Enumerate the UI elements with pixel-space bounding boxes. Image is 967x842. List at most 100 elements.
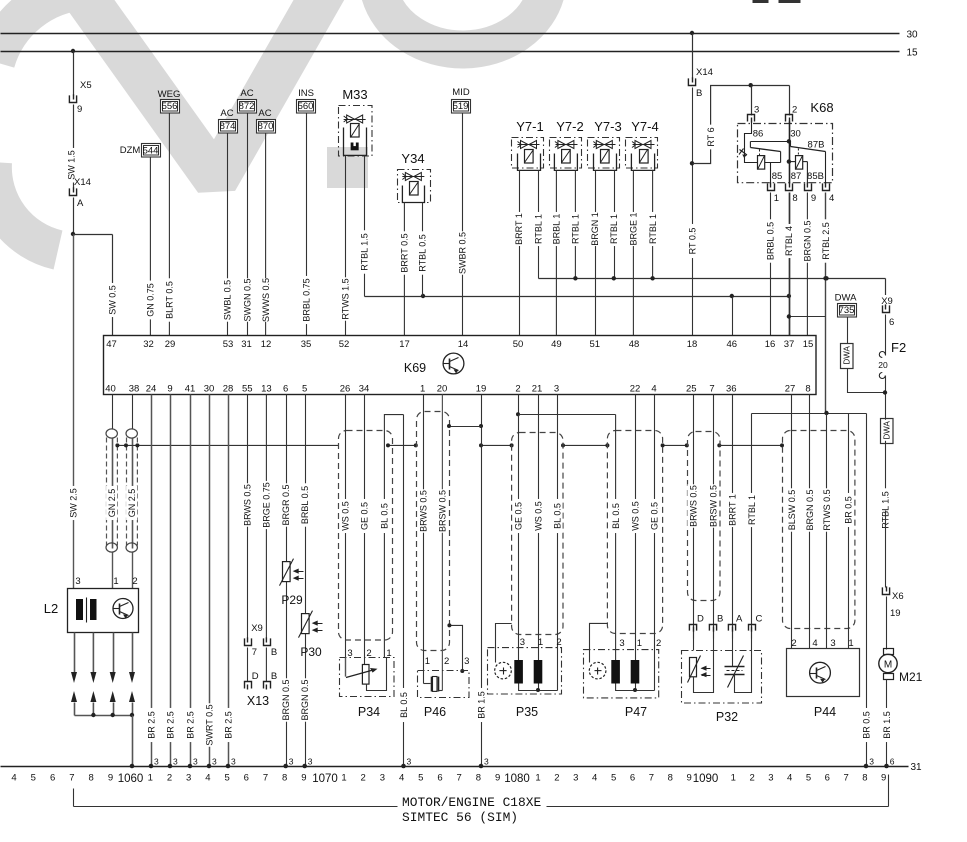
svg-text:28: 28 — [223, 384, 234, 395]
svg-text:MOTOR/ENGINE C18XE: MOTOR/ENGINE C18XE — [402, 795, 542, 810]
svg-text:9: 9 — [881, 773, 886, 784]
svg-text:85: 85 — [772, 171, 783, 182]
svg-text:SIMTEC 56 (SIM): SIMTEC 56 (SIM) — [402, 810, 518, 825]
svg-text:9: 9 — [811, 193, 816, 204]
svg-text:4: 4 — [205, 773, 210, 784]
svg-text:3: 3 — [347, 648, 352, 659]
svg-text:37: 37 — [784, 339, 795, 350]
svg-text:X9: X9 — [881, 296, 893, 307]
svg-text:3: 3 — [619, 638, 624, 649]
svg-text:31: 31 — [241, 339, 252, 350]
svg-text:7: 7 — [649, 773, 654, 784]
svg-text:B: B — [696, 88, 702, 99]
svg-text:BRWS 0.5: BRWS 0.5 — [243, 484, 253, 526]
svg-text:BRBL 0.5: BRBL 0.5 — [300, 486, 310, 524]
svg-text:1: 1 — [341, 773, 346, 784]
svg-text:3: 3 — [768, 773, 773, 784]
svg-text:BRBL 1: BRBL 1 — [552, 214, 562, 245]
svg-text:RTBL 1: RTBL 1 — [534, 214, 544, 244]
svg-text:K68: K68 — [810, 100, 833, 115]
svg-text:27: 27 — [785, 384, 796, 395]
svg-text:Y7-2: Y7-2 — [556, 119, 583, 134]
svg-text:3: 3 — [520, 637, 525, 648]
svg-text:DWA: DWA — [883, 420, 892, 439]
svg-text:Y34: Y34 — [401, 151, 424, 166]
svg-text:6: 6 — [437, 773, 442, 784]
svg-text:RTBL 1.5: RTBL 1.5 — [359, 233, 369, 271]
svg-text:X9: X9 — [251, 623, 263, 634]
svg-text:48: 48 — [629, 339, 640, 350]
svg-text:1070: 1070 — [312, 773, 338, 785]
svg-text:85B: 85B — [807, 171, 824, 182]
svg-text:B: B — [271, 671, 277, 682]
svg-text:8: 8 — [282, 773, 287, 784]
svg-text:BRBL 0.5: BRBL 0.5 — [766, 222, 776, 260]
svg-text:7: 7 — [457, 773, 462, 784]
svg-text:D: D — [697, 614, 704, 625]
svg-text:9: 9 — [77, 104, 82, 115]
svg-text:15: 15 — [906, 48, 918, 59]
svg-text:RTBL 1: RTBL 1 — [747, 495, 757, 525]
svg-text:7: 7 — [263, 773, 268, 784]
svg-text:RTBL 0.5: RTBL 0.5 — [418, 234, 428, 272]
svg-text:1090: 1090 — [693, 773, 719, 785]
svg-text:14: 14 — [458, 339, 469, 350]
svg-text:31: 31 — [910, 762, 922, 773]
svg-text:4: 4 — [829, 193, 834, 204]
svg-text:2: 2 — [366, 648, 371, 659]
svg-text:3: 3 — [231, 757, 236, 767]
svg-text:Y7-4: Y7-4 — [631, 119, 658, 134]
svg-text:7: 7 — [69, 773, 74, 784]
svg-text:M21: M21 — [899, 670, 923, 684]
svg-text:19: 19 — [890, 608, 901, 619]
svg-text:34: 34 — [359, 384, 370, 395]
svg-text:1: 1 — [731, 773, 736, 784]
svg-text:X14: X14 — [696, 67, 713, 78]
svg-text:46: 46 — [727, 339, 738, 350]
svg-text:9: 9 — [108, 773, 113, 784]
svg-text:BR 1.5: BR 1.5 — [882, 711, 892, 739]
svg-text:5: 5 — [224, 773, 229, 784]
svg-text:RTWS 0.5: RTWS 0.5 — [822, 489, 832, 530]
svg-text:BR 2.5: BR 2.5 — [185, 711, 195, 739]
svg-text:D: D — [252, 671, 259, 682]
svg-text:BRWS 0.5: BRWS 0.5 — [688, 485, 698, 527]
svg-text:6: 6 — [890, 757, 895, 767]
svg-text:8: 8 — [668, 773, 673, 784]
svg-text:BLSW 0.5: BLSW 0.5 — [787, 490, 797, 531]
svg-text:5: 5 — [418, 773, 423, 784]
svg-text:P47: P47 — [625, 705, 647, 719]
svg-text:RTBL 2.5: RTBL 2.5 — [821, 222, 831, 260]
svg-text:2: 2 — [361, 773, 366, 784]
svg-text:19: 19 — [476, 384, 487, 395]
svg-text:BR 0.5: BR 0.5 — [843, 496, 853, 524]
svg-text:INS: INS — [298, 88, 314, 99]
svg-text:5: 5 — [302, 384, 307, 395]
svg-text:13: 13 — [261, 384, 272, 395]
svg-text:55: 55 — [242, 384, 253, 395]
svg-text:4: 4 — [592, 773, 597, 784]
svg-text:870: 870 — [258, 121, 274, 132]
svg-text:6: 6 — [825, 773, 830, 784]
svg-text:21: 21 — [532, 384, 543, 395]
svg-text:41: 41 — [185, 384, 196, 395]
svg-text:P35: P35 — [516, 705, 538, 719]
svg-text:2: 2 — [791, 638, 796, 649]
svg-text:P29: P29 — [281, 593, 303, 607]
svg-text:2: 2 — [656, 638, 661, 649]
svg-text:30: 30 — [906, 30, 918, 41]
svg-text:9: 9 — [495, 773, 500, 784]
svg-text:GE 0.5: GE 0.5 — [513, 502, 523, 530]
svg-text:5: 5 — [611, 773, 616, 784]
svg-text:BR 0.5: BR 0.5 — [861, 711, 871, 739]
svg-text:K69: K69 — [404, 361, 426, 375]
svg-text:X6: X6 — [892, 591, 904, 602]
svg-text:SWBR 0.5: SWBR 0.5 — [457, 232, 467, 274]
svg-text:9: 9 — [301, 773, 306, 784]
svg-text:53: 53 — [223, 339, 234, 350]
svg-text:17: 17 — [399, 339, 410, 350]
svg-text:BRGN 0.5: BRGN 0.5 — [803, 220, 813, 261]
svg-text:X13: X13 — [247, 694, 269, 708]
svg-text:BRGR 0.5: BRGR 0.5 — [281, 484, 291, 525]
svg-text:3: 3 — [308, 757, 313, 767]
